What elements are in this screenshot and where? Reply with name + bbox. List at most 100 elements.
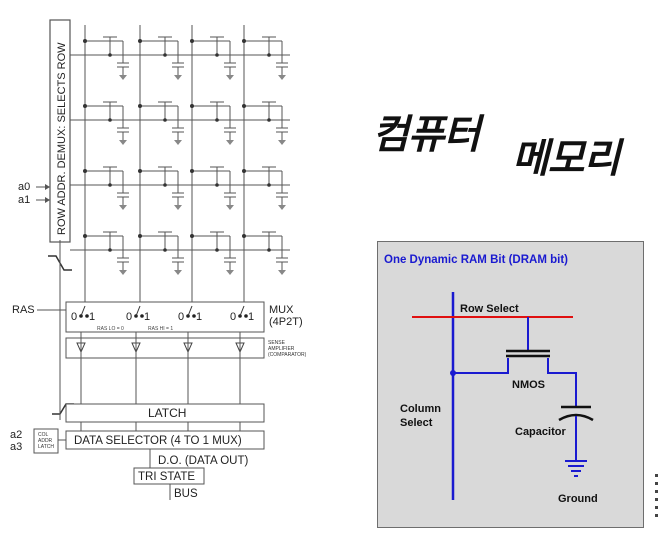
cell-junction-dot — [83, 169, 87, 173]
cell-ground — [278, 140, 286, 145]
mux-zero-label: 0 — [178, 311, 184, 323]
mux-contact — [192, 314, 196, 318]
mux-blade — [135, 305, 141, 317]
dram-title: One Dynamic RAM Bit (DRAM bit) — [384, 254, 568, 266]
mux-blade — [187, 305, 193, 317]
cell-ground — [174, 205, 182, 210]
dram-bit-panel: One Dynamic RAM Bit (DRAM bit) Row Selec… — [377, 241, 644, 528]
bus-label: BUS — [174, 488, 198, 500]
ras-lo-label: RAS LO = 0 — [97, 326, 124, 332]
a0-label: a0 — [18, 181, 30, 193]
cell-junction-dot — [242, 39, 246, 43]
latch-box — [65, 403, 265, 423]
cell-junction-dot — [242, 169, 246, 173]
cell-junction-dot — [190, 169, 194, 173]
cell-ground — [119, 270, 127, 275]
word-junction-dot — [215, 248, 219, 252]
nmos-drain-wire — [547, 358, 577, 407]
a3-label: a3 — [10, 441, 22, 453]
ras-label: RAS — [12, 304, 35, 316]
sense-amp-label-1: SENSE — [268, 340, 286, 346]
tri-state-box — [133, 467, 205, 485]
col-addr-latch-box — [33, 428, 59, 454]
cell-junction-dot — [83, 234, 87, 238]
cell-junction-dot — [138, 39, 142, 43]
word-junction-dot — [215, 118, 219, 122]
row-select-label: Row Select — [460, 303, 519, 315]
mux-zero-label: 0 — [71, 311, 77, 323]
cell-ground — [119, 205, 127, 210]
word-junction-dot — [163, 183, 167, 187]
cell-ground — [278, 75, 286, 80]
tri-state-label: TRI STATE — [138, 471, 195, 483]
word-junction-dot — [108, 53, 112, 57]
mux-contact — [244, 314, 248, 318]
bit-lines — [80, 332, 241, 431]
data-selector-label: DATA SELECTOR (4 TO 1 MUX) — [74, 435, 242, 447]
word-junction-dot — [163, 248, 167, 252]
cell-junction-dot — [138, 169, 142, 173]
cell-ground — [226, 270, 234, 275]
word-junction-dot — [215, 183, 219, 187]
cell-junction-dot — [83, 104, 87, 108]
title-part-computer: 컴퓨터 — [372, 111, 480, 158]
word-junction-dot — [215, 53, 219, 57]
capacitor-plate-bottom — [558, 413, 594, 422]
mux-label: MUX — [269, 304, 294, 316]
mux-blade — [239, 305, 245, 317]
memory-cell-array — [70, 25, 290, 302]
sense-amp-box — [65, 337, 265, 359]
mux-contact — [85, 314, 89, 318]
cell-ground — [278, 205, 286, 210]
col-addr-label-3: LATCH — [38, 444, 54, 450]
cell-ground — [278, 270, 286, 275]
word-junction-dot — [267, 118, 271, 122]
cell-ground — [174, 270, 182, 275]
column-select-label-1: Column — [400, 403, 441, 415]
col-addr-label-2: ADDR — [38, 438, 53, 444]
cell-junction-dot — [190, 39, 194, 43]
word-junction-dot — [163, 53, 167, 57]
cell-junction-dot — [138, 234, 142, 238]
cell-ground — [174, 75, 182, 80]
word-junction-dot — [267, 53, 271, 57]
cell-ground — [119, 75, 127, 80]
data-out-label: D.O. (DATA OUT) — [158, 455, 248, 467]
mux-zero-label: 0 — [126, 311, 132, 323]
mux-one-label: 1 — [89, 311, 95, 323]
a1-arrowhead — [45, 197, 50, 203]
capacitor-label: Capacitor — [515, 426, 566, 438]
sense-amp-label-3: (COMPARATOR) — [268, 352, 307, 358]
a0-arrowhead — [45, 184, 50, 190]
latch-label: LATCH — [148, 406, 186, 420]
page-title: 컴퓨터 메모리 — [372, 100, 652, 182]
ground-label: Ground — [558, 493, 598, 505]
sense-amplifiers — [76, 342, 245, 354]
cell-ground — [226, 75, 234, 80]
mux-one-label: 1 — [248, 311, 254, 323]
word-junction-dot — [108, 118, 112, 122]
a1-label: a1 — [18, 194, 30, 206]
cell-ground — [174, 140, 182, 145]
cell-ground — [226, 140, 234, 145]
mux-sub-label: (4P2T) — [269, 316, 303, 328]
cell-ground — [119, 140, 127, 145]
col-addr-label-1: COL — [38, 432, 49, 438]
cell-junction-dot — [242, 104, 246, 108]
column-junction-dot — [450, 370, 456, 376]
nmos-label: NMOS — [512, 379, 545, 391]
mux-one-label: 1 — [196, 311, 202, 323]
cell-junction-dot — [242, 234, 246, 238]
word-junction-dot — [108, 248, 112, 252]
cell-junction-dot — [138, 104, 142, 108]
word-junction-dot — [108, 183, 112, 187]
cell-junction-dot — [190, 104, 194, 108]
dram-array-diagram: ROW ADDR. DEMUX: SELECTS ROW a0 a1 RAS M… — [10, 19, 307, 500]
sense-amp-label-2: AMPLIFIER — [268, 346, 295, 352]
edge-marks — [655, 474, 658, 518]
word-junction-dot — [267, 248, 271, 252]
a2-label: a2 — [10, 429, 22, 441]
row-demux-label: ROW ADDR. DEMUX: SELECTS ROW — [56, 42, 68, 235]
dram-bit-schematic: One Dynamic RAM Bit (DRAM bit) Row Selec… — [384, 254, 598, 505]
title-part-memory: 메모리 — [512, 135, 620, 182]
